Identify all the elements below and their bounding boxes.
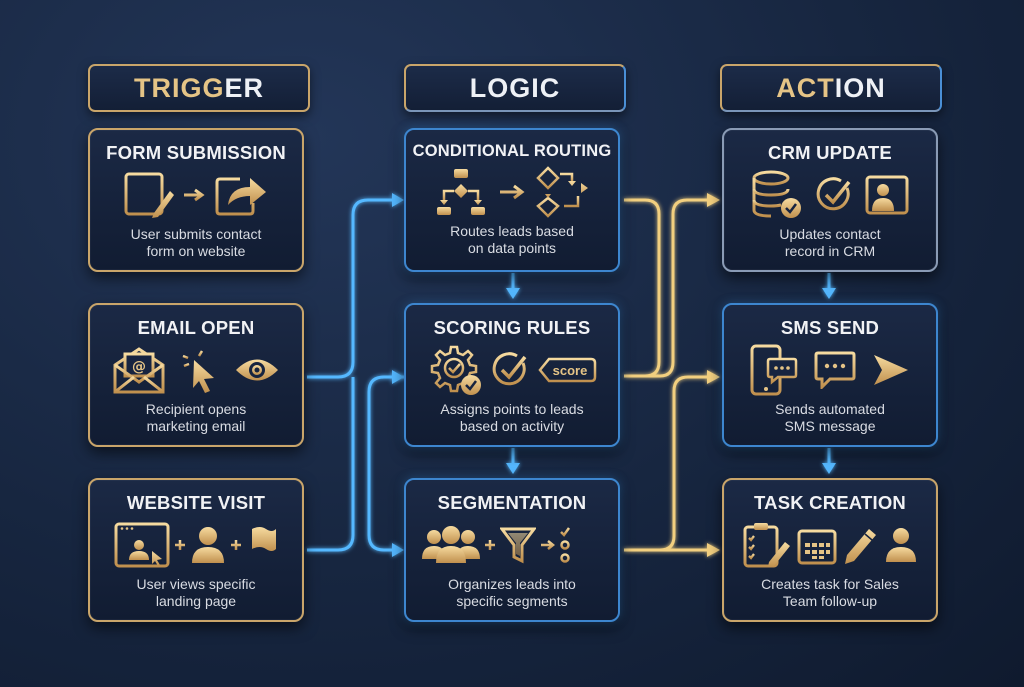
header-text: ER (224, 72, 264, 103)
connector-segmentation-to-sms (624, 375, 708, 552)
card-description: User views specific (136, 576, 256, 592)
arrowhead-icon (392, 543, 404, 557)
database-check-icon (752, 170, 801, 218)
card-title: CRM UPDATE (768, 142, 892, 163)
check-circle-icon (816, 177, 851, 211)
card-scoring-rules[interactable]: SCORING RULES score Assigns points to le… (404, 303, 620, 447)
card-conditional-routing[interactable]: CONDITIONAL ROUTING Routes leads based o… (404, 128, 620, 272)
decision-flow-icon (536, 166, 588, 218)
chat-bubble-icon (814, 351, 856, 389)
svg-text:@: @ (132, 359, 146, 375)
arrow-right-icon (184, 188, 205, 202)
header-text: TRIGG (133, 72, 225, 103)
connector-routing-to-crm (624, 198, 661, 378)
header-text: GIC (509, 72, 561, 103)
card-description: Organizes leads into (448, 576, 576, 592)
check-circle-icon (492, 352, 527, 386)
arrowhead-icon (506, 288, 520, 299)
card-description: Updates contact (779, 226, 881, 242)
card-description: Sends automated (775, 401, 885, 417)
plus-icon (485, 540, 495, 550)
card-description: Routes leads based (450, 223, 574, 239)
card-description: Creates task for Sales (761, 576, 899, 592)
arrow-right-icon (541, 540, 556, 550)
browser-user-icon (114, 522, 170, 568)
card-title: EMAIL OPEN (137, 317, 255, 338)
card-title: TASK CREATION (754, 492, 906, 513)
card-description: based on activity (459, 418, 565, 434)
arrowhead-icon (392, 370, 404, 384)
card-description: form on website (146, 243, 246, 259)
card-title: FORM SUBMISSION (106, 142, 286, 163)
arrowhead-icon (392, 193, 404, 207)
flag-icon (247, 525, 276, 565)
card-email-open[interactable]: EMAIL OPEN @ Recipient opens marketing e… (88, 303, 304, 447)
card-crm-update[interactable]: CRM UPDATE Updates contact record in CRM (722, 128, 938, 272)
phone-chat-icon (750, 344, 798, 396)
card-description: User submits contact (130, 226, 262, 242)
card-description: Assigns points to leads (440, 401, 584, 417)
send-icon (874, 355, 908, 385)
user-icon (886, 528, 916, 562)
card-website-visit[interactable]: WEBSITE VISIT User views specific landin… (88, 478, 304, 622)
share-arrow-icon (215, 177, 266, 216)
arrowhead-icon (707, 370, 720, 384)
header-text: ACT (776, 72, 835, 103)
arrowhead-icon (707, 543, 720, 557)
calendar-icon (797, 527, 837, 565)
connector-visit-to-routing (307, 377, 355, 552)
card-description: landing page (155, 593, 237, 609)
card-title: WEBSITE VISIT (126, 492, 266, 513)
card-form-submission[interactable]: FORM SUBMISSION User submits contact for… (88, 128, 304, 272)
svg-text:score: score (553, 363, 588, 378)
arrowhead-icon (822, 288, 836, 299)
form-edit-icon (124, 172, 174, 218)
card-title: CONDITIONAL ROUTING (412, 142, 612, 160)
card-description: marketing email (146, 418, 246, 434)
card-description: on data points (468, 240, 556, 256)
arrow-right-icon (500, 184, 525, 200)
card-title: SEGMENTATION (437, 492, 587, 513)
card-description: Recipient opens (145, 401, 247, 417)
cursor-click-icon (182, 348, 214, 393)
card-title: SCORING RULES (433, 317, 591, 338)
plus-icon (231, 540, 241, 550)
user-icon (192, 527, 224, 563)
connector-email-to-routing (307, 198, 392, 379)
connector-to-scoring (367, 375, 406, 552)
header-text: LO (469, 72, 510, 103)
clipboard-checklist-icon (743, 523, 790, 568)
card-task-creation[interactable]: TASK CREATION Creates task for Sales Tea… (722, 478, 938, 622)
card-description: Team follow-up (782, 593, 878, 609)
arrowhead-icon (822, 463, 836, 474)
header-text: ION (834, 72, 886, 103)
funnel-icon (500, 527, 536, 564)
arrowhead-icon (506, 463, 520, 474)
checklist-icon (560, 527, 600, 563)
pencil-icon (845, 529, 876, 564)
flowchart-icon (437, 169, 485, 215)
group-icon (422, 526, 480, 563)
connector-scoring-to-crm (645, 198, 708, 378)
card-description: specific segments (456, 593, 568, 609)
card-description: SMS message (784, 418, 876, 434)
contact-card-icon (865, 175, 909, 215)
plus-icon (175, 540, 185, 550)
eye-icon (236, 359, 278, 381)
score-tag-icon: score (538, 357, 597, 383)
card-sms-send[interactable]: SMS SEND Sends automated SMS message (722, 303, 938, 447)
card-segmentation[interactable]: SEGMENTATION Organizes leads into specif… (404, 478, 620, 622)
open-envelope-icon: @ (113, 347, 165, 394)
gear-check-icon (430, 345, 481, 395)
card-description: record in CRM (784, 243, 876, 259)
arrowhead-icon (707, 193, 720, 207)
card-title: SMS SEND (780, 317, 880, 338)
